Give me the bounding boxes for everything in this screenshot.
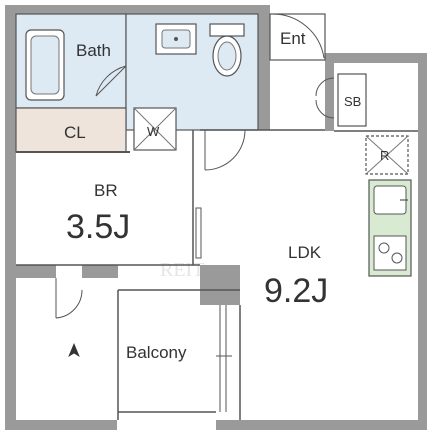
toilet-icon bbox=[209, 23, 245, 77]
watermark: REIT bbox=[160, 259, 204, 281]
interior-walls bbox=[16, 129, 418, 420]
balcony-label: Balcony bbox=[126, 343, 187, 362]
washer-label: W bbox=[147, 124, 160, 139]
door-swing-icon bbox=[315, 77, 335, 119]
balcony-window bbox=[216, 305, 232, 412]
ldk-size: 9.2J bbox=[264, 272, 328, 310]
exterior-walls bbox=[5, 5, 427, 430]
refrigerator-icon bbox=[365, 135, 409, 175]
bedroom-sliding-door bbox=[195, 207, 202, 259]
ldk-label: LDK bbox=[288, 243, 322, 262]
bath-label: Bath bbox=[76, 41, 111, 60]
closet bbox=[15, 107, 127, 153]
door-swing-icon bbox=[271, 13, 325, 59]
kitchen-sink-icon bbox=[373, 185, 408, 215]
closet-label: CL bbox=[64, 123, 86, 142]
door-swing-icon bbox=[55, 278, 83, 319]
washer-pan-icon bbox=[133, 107, 177, 151]
door-swing-icon bbox=[204, 129, 246, 171]
shoe-box-label: SB bbox=[344, 94, 361, 109]
sink-icon bbox=[155, 23, 197, 55]
north-arrow-icon bbox=[68, 342, 80, 357]
bedroom-label: BR bbox=[94, 181, 118, 200]
stove-icon bbox=[373, 235, 407, 271]
entrance-label: Ent bbox=[280, 29, 306, 48]
wet-area bbox=[15, 13, 259, 131]
bedroom-size: 3.5J bbox=[66, 208, 130, 246]
shoe-box bbox=[337, 73, 367, 127]
refrigerator-label: R bbox=[380, 148, 389, 163]
door-swing-icon bbox=[95, 65, 127, 97]
